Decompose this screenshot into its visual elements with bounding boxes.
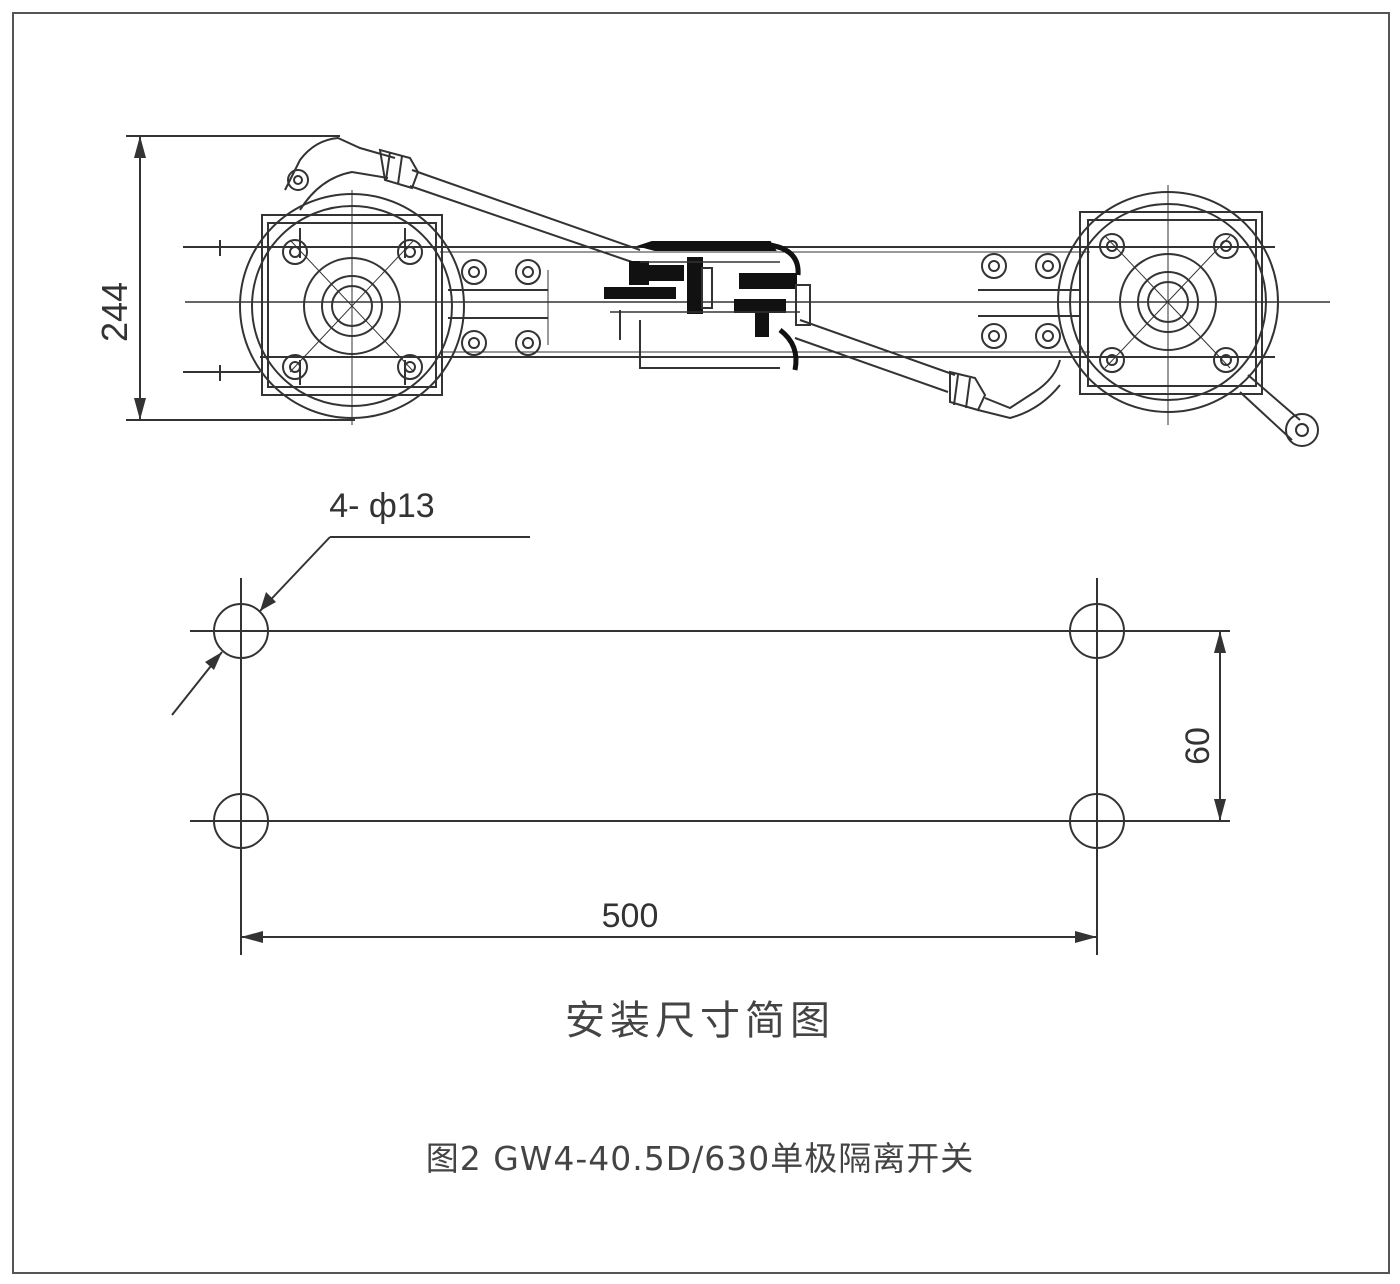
height-dimension-label: 244 [94,282,135,342]
operating-crank [1239,374,1319,447]
hole-spec-label: 4- ф13 [329,487,434,525]
mounting-hole-layout: 4- ф13 60 500 [171,487,1230,955]
mounting-hole-bottom-right [1069,793,1125,849]
figure-caption: 图2 GW4-40.5D/630单极隔离开关 [425,1139,975,1178]
contact-assembly [604,241,811,371]
mounting-hole-bottom-left [213,793,269,849]
mounting-hole-top-left [213,603,269,659]
right-blade [794,319,1061,420]
left-insulator [239,190,465,425]
right-insulator [1057,185,1279,425]
vertical-spacing-dimension: 60 [1179,631,1226,821]
drawing-frame [12,12,1390,1274]
horizontal-spacing-label: 500 [602,897,659,935]
section-caption: 安装尺寸简图 [565,998,835,1044]
switch-plan-view: 244 [94,135,1330,447]
mounting-hole-top-right [1069,603,1125,659]
hole-leader: 4- ф13 [171,487,530,716]
height-dimension: 244 [94,135,355,421]
left-blade [284,136,641,263]
horizontal-spacing-dimension: 500 [241,897,1097,943]
vertical-spacing-label: 60 [1179,727,1217,765]
